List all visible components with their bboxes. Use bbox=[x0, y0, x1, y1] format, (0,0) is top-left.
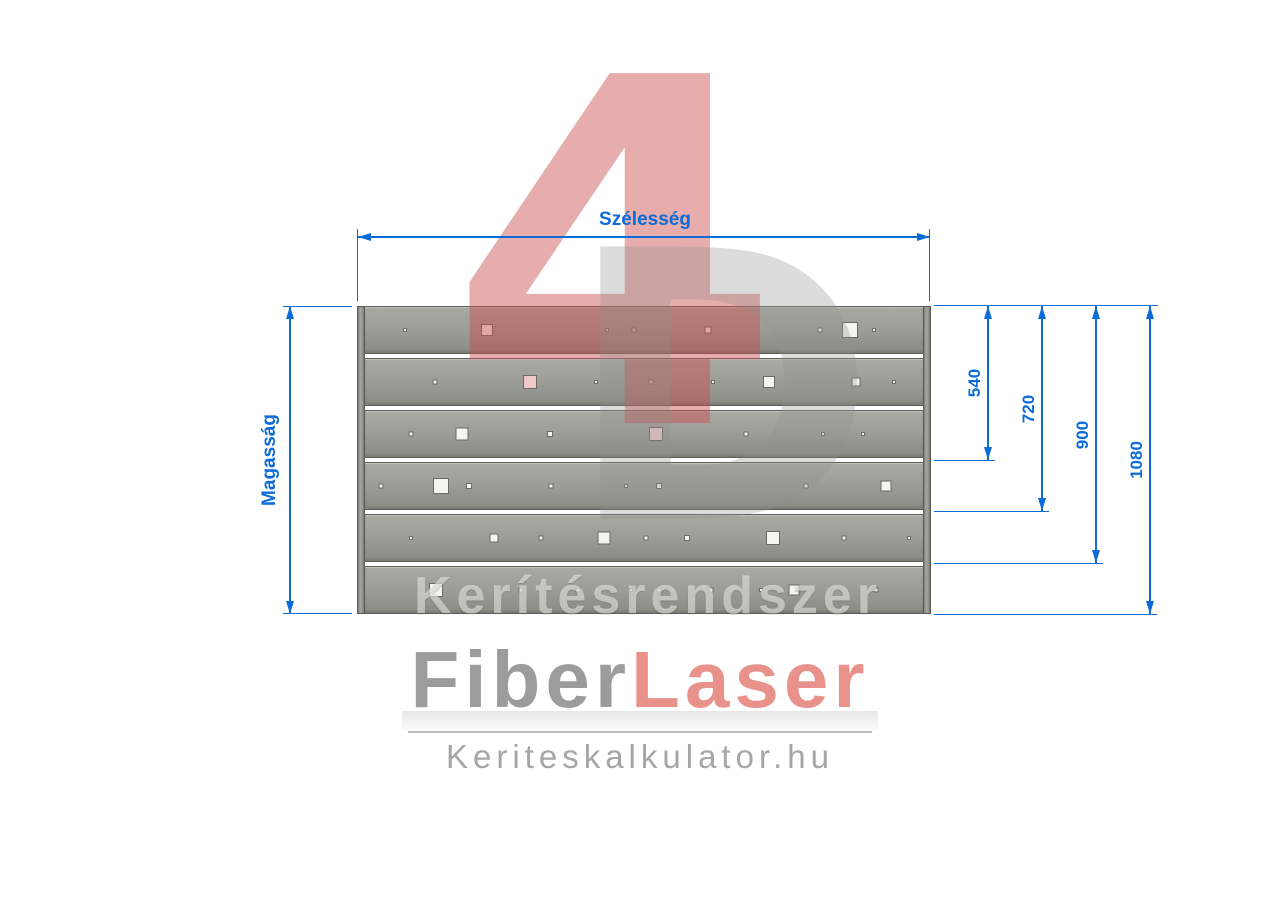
panel-hole bbox=[872, 328, 876, 332]
panel-end-cap-right bbox=[923, 306, 931, 614]
dimension-arrow-up-icon bbox=[286, 306, 294, 319]
dimension-line bbox=[1041, 306, 1043, 511]
brand-website-text: Keriteskalkulator.hu bbox=[446, 738, 834, 775]
fence-slat bbox=[364, 358, 924, 406]
extension-line bbox=[934, 563, 1103, 564]
panel-hole bbox=[433, 478, 449, 494]
panel-hole bbox=[648, 379, 654, 385]
brand-logo: FiberLaser bbox=[410, 640, 869, 720]
extension-line bbox=[929, 229, 930, 301]
width-dimension-label: Szélesség bbox=[599, 209, 691, 230]
extension-line bbox=[934, 511, 1049, 512]
height-dimension-label: Magasság bbox=[259, 414, 280, 506]
dimension-arrow-up-icon bbox=[1038, 306, 1046, 319]
panel-hole bbox=[408, 431, 414, 437]
panel-hole bbox=[629, 588, 633, 592]
panel-hole bbox=[743, 431, 749, 437]
panel-hole bbox=[788, 584, 800, 596]
panel-hole bbox=[704, 326, 712, 334]
panel-hole bbox=[481, 324, 493, 336]
panel-hole bbox=[684, 535, 690, 541]
dimension-arrow-down-icon bbox=[1038, 498, 1046, 511]
panel-hole bbox=[605, 328, 609, 332]
fence-slat bbox=[364, 462, 924, 510]
dimension-arrow-up-icon bbox=[984, 306, 992, 319]
panel-hole bbox=[631, 327, 637, 333]
fence-slat bbox=[364, 410, 924, 458]
panel-hole bbox=[759, 588, 763, 592]
extension-line bbox=[934, 460, 995, 461]
panel-hole bbox=[842, 322, 858, 338]
panel-hole bbox=[518, 587, 524, 593]
dimension-arrow-up-icon bbox=[1146, 306, 1154, 319]
panel-hole bbox=[907, 536, 911, 540]
panel-hole bbox=[821, 432, 825, 436]
fence-slat bbox=[364, 514, 924, 562]
panel-hole bbox=[432, 379, 438, 385]
dimension-arrow-down-icon bbox=[1146, 601, 1154, 614]
panel-hole bbox=[766, 531, 780, 545]
dimension-line bbox=[1149, 306, 1151, 614]
panel-hole bbox=[851, 377, 861, 387]
panel-hole bbox=[403, 328, 407, 332]
panel-hole bbox=[489, 533, 499, 543]
panel-hole bbox=[547, 431, 553, 437]
panel-hole bbox=[861, 432, 865, 436]
dimension-line bbox=[987, 306, 989, 460]
panel-hole bbox=[656, 587, 662, 593]
panel-hole bbox=[803, 483, 809, 489]
dimension-value-label: 1080 bbox=[1127, 441, 1146, 479]
dimension-line bbox=[1095, 306, 1097, 563]
dimension-value-label: 720 bbox=[1019, 394, 1038, 424]
panel-hole bbox=[711, 380, 715, 384]
dimension-arrow-down-icon bbox=[286, 601, 294, 614]
extension-line bbox=[283, 613, 352, 614]
panel-hole bbox=[429, 583, 443, 597]
dimension-value-label: 900 bbox=[1073, 420, 1092, 450]
panel-hole bbox=[841, 535, 847, 541]
dimension-line bbox=[289, 306, 291, 614]
extension-line bbox=[934, 614, 1157, 615]
panel-hole bbox=[594, 380, 598, 384]
panel-hole bbox=[708, 587, 714, 593]
dimension-arrow-left-icon bbox=[358, 233, 371, 241]
panel-hole bbox=[649, 427, 663, 441]
logo-divider-line bbox=[408, 731, 872, 733]
fence-panel bbox=[357, 306, 931, 614]
panel-hole bbox=[892, 380, 896, 384]
panel-hole bbox=[466, 483, 472, 489]
extension-line bbox=[357, 229, 358, 301]
panel-end-cap-left bbox=[357, 306, 365, 614]
panel-hole bbox=[880, 480, 892, 492]
fence-slat bbox=[364, 306, 924, 354]
fence-slat bbox=[364, 566, 924, 614]
panel-hole bbox=[643, 535, 649, 541]
dimension-arrow-right-icon bbox=[917, 233, 930, 241]
dimension-arrow-down-icon bbox=[984, 447, 992, 460]
panel-hole bbox=[455, 427, 469, 441]
brand-logo-red-part: Laser bbox=[631, 635, 870, 724]
panel-hole bbox=[817, 327, 823, 333]
panel-hole bbox=[597, 531, 611, 545]
panel-hole bbox=[523, 375, 537, 389]
panel-hole bbox=[538, 535, 544, 541]
panel-hole bbox=[378, 483, 384, 489]
panel-hole bbox=[873, 587, 879, 593]
panel-hole bbox=[763, 376, 775, 388]
panel-hole bbox=[656, 483, 662, 489]
logo-reflection-band bbox=[402, 711, 878, 731]
panel-hole bbox=[548, 483, 554, 489]
dimension-value-label: 540 bbox=[965, 368, 984, 398]
panel-hole bbox=[575, 587, 581, 593]
brand-logo-gray-part: Fiber bbox=[410, 635, 632, 724]
dimension-arrow-down-icon bbox=[1092, 550, 1100, 563]
dimension-line bbox=[358, 236, 930, 238]
dimension-arrow-up-icon bbox=[1092, 306, 1100, 319]
extension-line bbox=[934, 305, 1158, 306]
extension-line bbox=[283, 306, 352, 307]
panel-hole bbox=[624, 484, 628, 488]
panel-hole bbox=[409, 536, 413, 540]
